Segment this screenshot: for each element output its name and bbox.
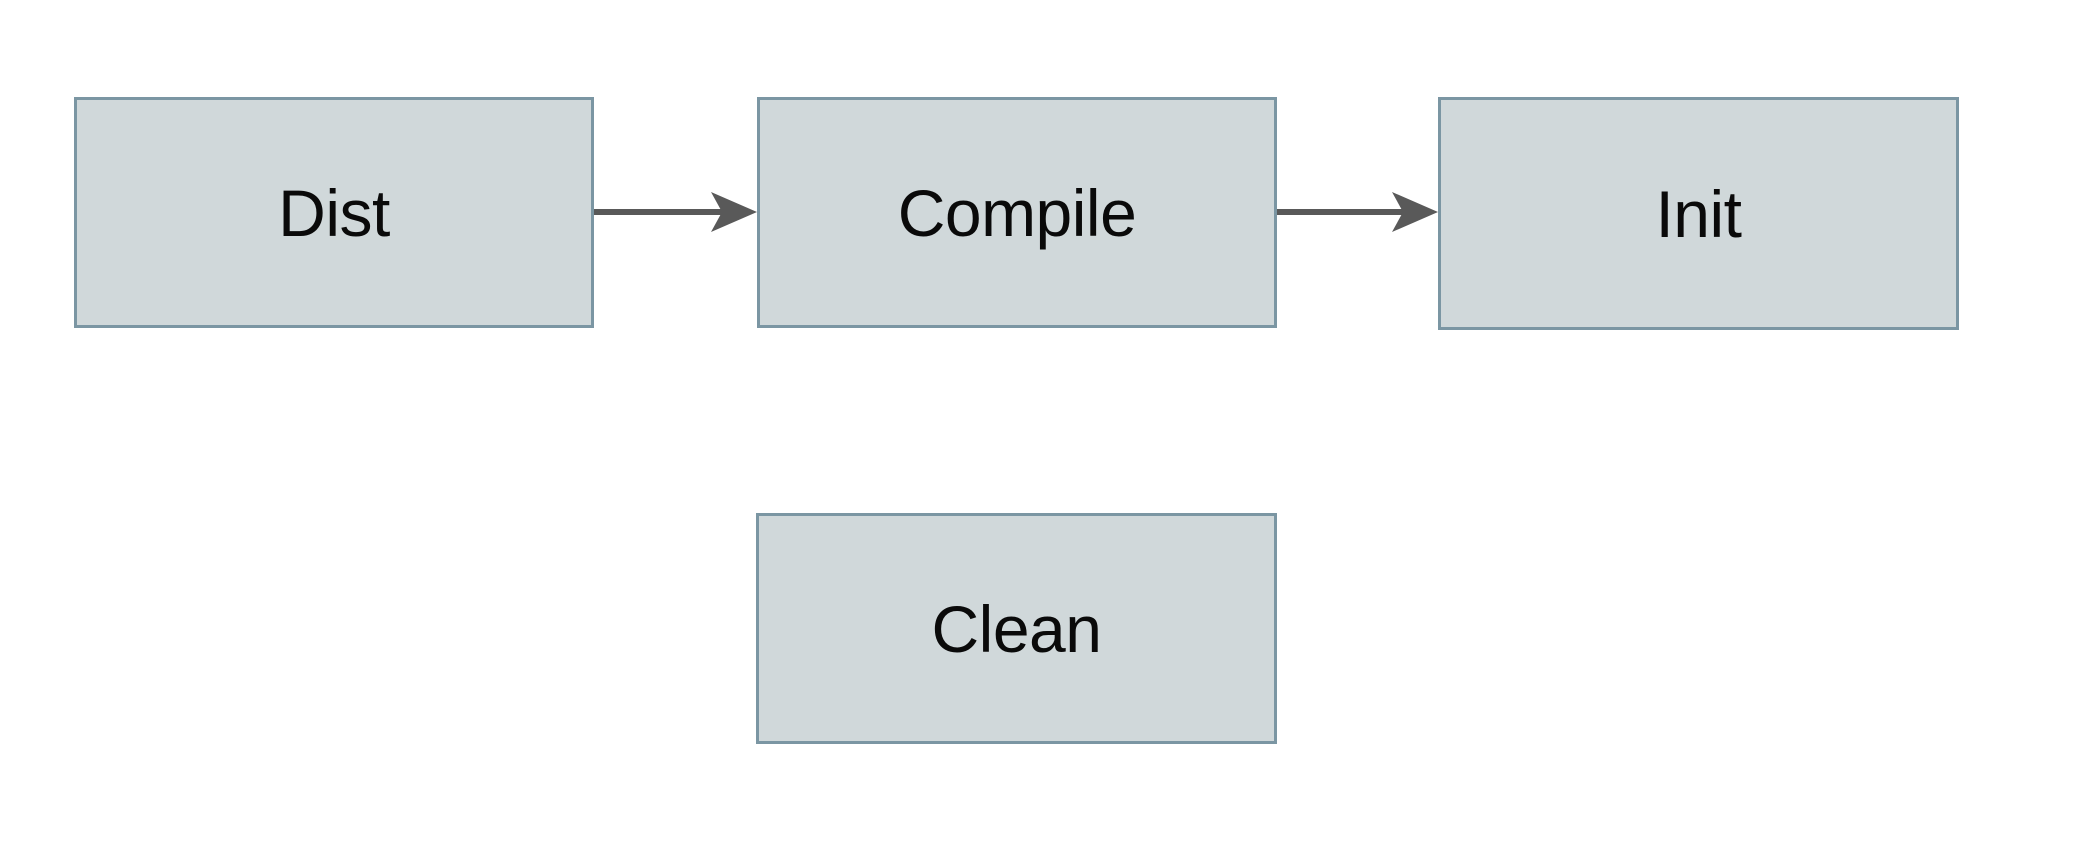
arrowhead-icon	[711, 192, 757, 232]
node-label: Dist	[278, 175, 390, 250]
node-compile[interactable]: Compile	[757, 97, 1277, 328]
node-label: Init	[1655, 176, 1742, 251]
node-init[interactable]: Init	[1438, 97, 1959, 330]
arrowhead-icon	[1392, 192, 1438, 232]
edge-dist-to-compile[interactable]	[594, 192, 757, 232]
node-clean[interactable]: Clean	[756, 513, 1277, 744]
edge-compile-to-init[interactable]	[1277, 192, 1438, 232]
node-label: Clean	[931, 591, 1102, 666]
node-dist[interactable]: Dist	[74, 97, 594, 328]
node-label: Compile	[897, 175, 1137, 250]
